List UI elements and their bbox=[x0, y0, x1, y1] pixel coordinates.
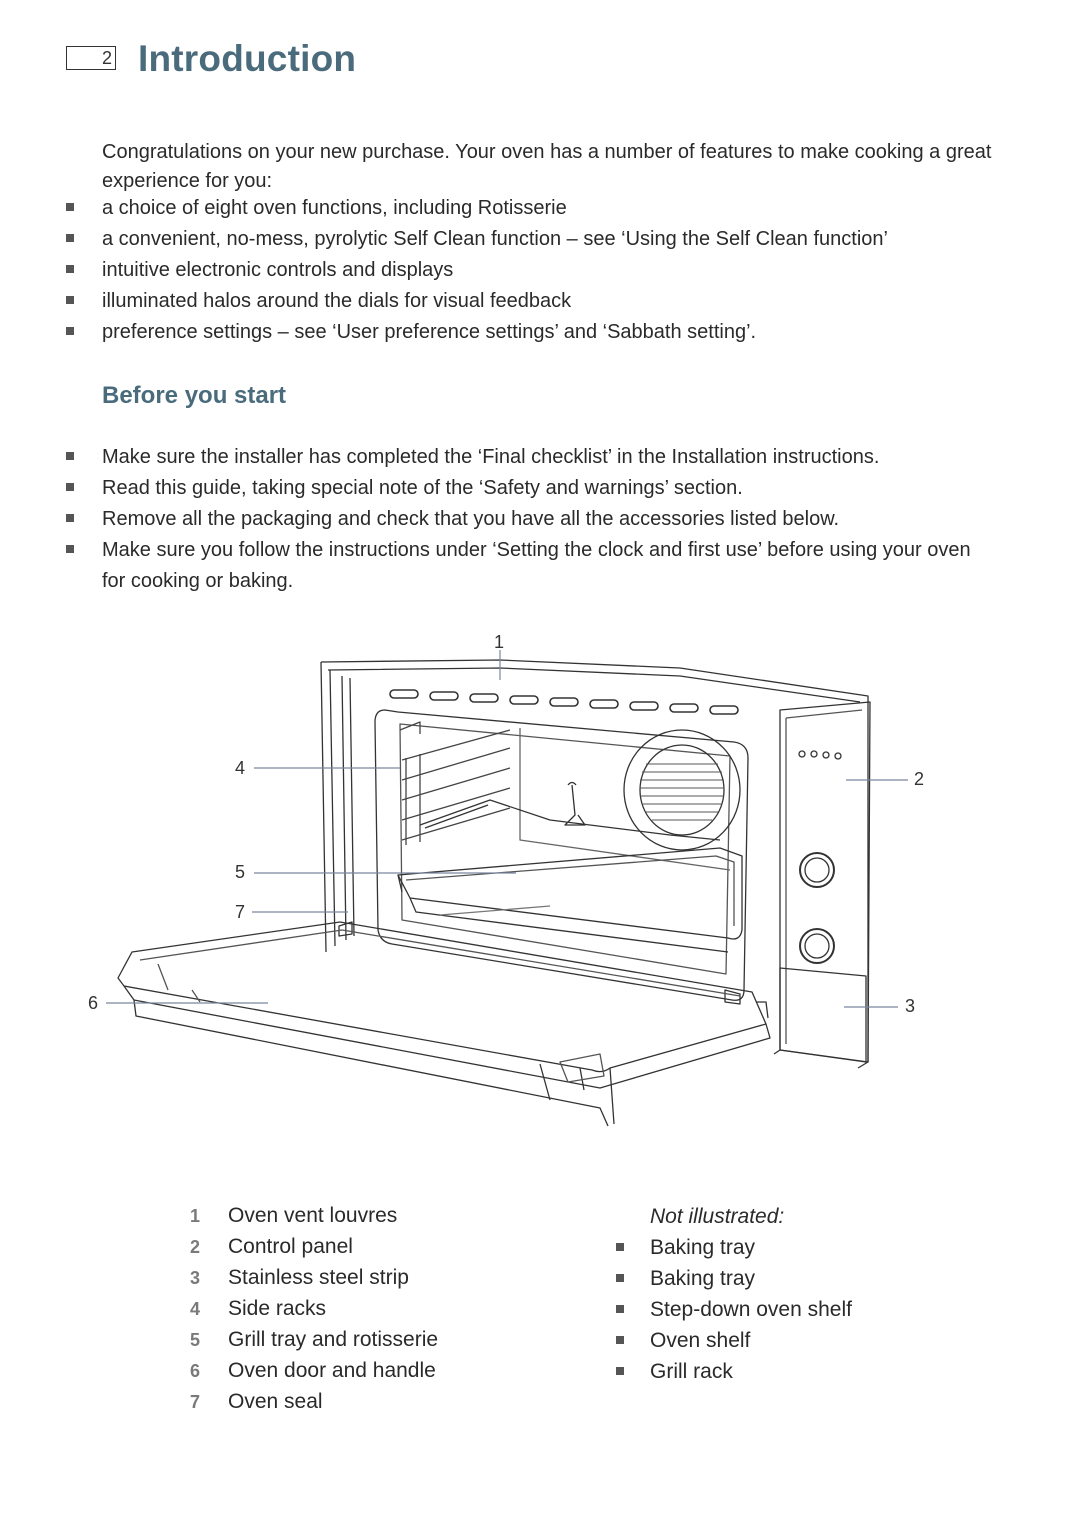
not-illustrated-heading: Not illustrated: bbox=[650, 1205, 785, 1228]
part-label: Oven vent louvres bbox=[228, 1204, 398, 1227]
section-heading: Before you start bbox=[102, 382, 287, 409]
part-item: 6 Oven door and handle bbox=[190, 1355, 438, 1386]
list-item: Oven shelf bbox=[616, 1325, 852, 1356]
part-number: 1 bbox=[190, 1206, 201, 1226]
list-item-text: preference settings – see ‘User preferen… bbox=[102, 321, 757, 343]
list-item-text: intuitive electronic controls and displa… bbox=[102, 259, 454, 281]
callout-7: 7 bbox=[235, 902, 246, 922]
bullet-square-icon bbox=[616, 1336, 624, 1344]
bullet-square-icon bbox=[66, 483, 74, 491]
list-item: Grill rack bbox=[616, 1356, 852, 1387]
bullet-square-icon bbox=[616, 1305, 624, 1313]
callout-4: 4 bbox=[235, 758, 246, 778]
part-label: Stainless steel strip bbox=[228, 1266, 409, 1289]
list-item: a convenient, no-mess, pyrolytic Self Cl… bbox=[0, 224, 992, 255]
bullet-square-icon bbox=[66, 452, 74, 460]
list-item: illuminated halos around the dials for v… bbox=[0, 286, 992, 317]
part-label: Side racks bbox=[228, 1297, 327, 1320]
bullet-square-icon bbox=[66, 265, 74, 273]
list-item: preference settings – see ‘User preferen… bbox=[0, 317, 992, 348]
callout-3: 3 bbox=[905, 996, 916, 1016]
part-number: 5 bbox=[190, 1330, 201, 1350]
part-item: 3 Stainless steel strip bbox=[190, 1262, 438, 1293]
list-item-text: Oven shelf bbox=[650, 1329, 751, 1352]
list-item: a choice of eight oven functions, includ… bbox=[0, 193, 992, 224]
list-item: Remove all the packaging and check that … bbox=[0, 504, 982, 535]
list-item: Make sure you follow the instructions un… bbox=[0, 535, 982, 597]
callout-5: 5 bbox=[235, 862, 246, 882]
list-item: Step-down oven shelf bbox=[616, 1294, 852, 1325]
bullet-square-icon bbox=[66, 296, 74, 304]
page-title: Introduction bbox=[138, 38, 357, 79]
part-label: Oven door and handle bbox=[228, 1359, 436, 1382]
feature-list: a choice of eight oven functions, includ… bbox=[0, 193, 1080, 348]
bullet-square-icon bbox=[66, 203, 74, 211]
list-item: Make sure the installer has completed th… bbox=[0, 442, 982, 473]
part-item: 5 Grill tray and rotisserie bbox=[190, 1324, 438, 1355]
list-item-text: Step-down oven shelf bbox=[650, 1298, 852, 1321]
list-item-text: a choice of eight oven functions, includ… bbox=[102, 197, 567, 219]
part-item: 4 Side racks bbox=[190, 1293, 438, 1324]
list-item: Baking tray bbox=[616, 1232, 852, 1263]
part-number: 7 bbox=[190, 1392, 201, 1412]
before-start-list: Make sure the installer has completed th… bbox=[0, 442, 1080, 597]
part-item: 1 Oven vent louvres bbox=[190, 1200, 438, 1231]
bullet-square-icon bbox=[66, 327, 74, 335]
bullet-square-icon bbox=[616, 1274, 624, 1282]
part-label: Grill tray and rotisserie bbox=[228, 1328, 439, 1351]
part-item: 2 Control panel bbox=[190, 1231, 438, 1262]
list-item-text: illuminated halos around the dials for v… bbox=[102, 290, 572, 312]
not-illustrated-section: Not illustrated: Baking tray Baking tray… bbox=[616, 1201, 852, 1387]
part-label: Oven seal bbox=[228, 1390, 323, 1413]
part-number: 6 bbox=[190, 1361, 201, 1381]
list-item-text: Baking tray bbox=[650, 1267, 756, 1290]
bullet-square-icon bbox=[66, 514, 74, 522]
list-item-text: Remove all the packaging and check that … bbox=[102, 508, 840, 530]
part-number: 4 bbox=[190, 1299, 201, 1319]
intro-paragraph: Congratulations on your new purchase. Yo… bbox=[102, 141, 992, 192]
parts-list: 1 Oven vent louvres 2 Control panel 3 Stain… bbox=[190, 1200, 438, 1417]
bullet-square-icon bbox=[616, 1243, 624, 1251]
page-number-box: 2 bbox=[66, 46, 116, 70]
list-item-text: Baking tray bbox=[650, 1236, 756, 1259]
list-item-text: Make sure you follow the instructions un… bbox=[102, 539, 971, 592]
part-label: Control panel bbox=[228, 1235, 353, 1258]
part-item: 7 Oven seal bbox=[190, 1386, 438, 1417]
bullet-square-icon bbox=[616, 1367, 624, 1375]
bullet-square-icon bbox=[66, 545, 74, 553]
list-item-text: a convenient, no-mess, pyrolytic Self Cl… bbox=[102, 228, 888, 250]
list-item-text: Grill rack bbox=[650, 1360, 733, 1383]
list-item-text: Read this guide, taking special note of … bbox=[102, 477, 743, 499]
part-number: 2 bbox=[190, 1237, 201, 1257]
list-item-text: Make sure the installer has completed th… bbox=[102, 446, 880, 468]
list-item: intuitive electronic controls and displa… bbox=[0, 255, 992, 286]
callout-2: 2 bbox=[914, 769, 925, 789]
callout-1: 1 bbox=[494, 632, 505, 652]
list-item: Baking tray bbox=[616, 1263, 852, 1294]
bullet-square-icon bbox=[66, 234, 74, 242]
page-number: 2 bbox=[101, 48, 112, 68]
oven-drawing bbox=[106, 650, 908, 1127]
list-item: Read this guide, taking special note of … bbox=[0, 473, 982, 504]
oven-illustration: 1 2 3 4 5 6 7 bbox=[80, 630, 940, 1150]
part-number: 3 bbox=[190, 1268, 201, 1288]
not-illustrated-list: Baking tray Baking tray Step-down oven s… bbox=[616, 1232, 852, 1387]
callout-6: 6 bbox=[88, 993, 99, 1013]
